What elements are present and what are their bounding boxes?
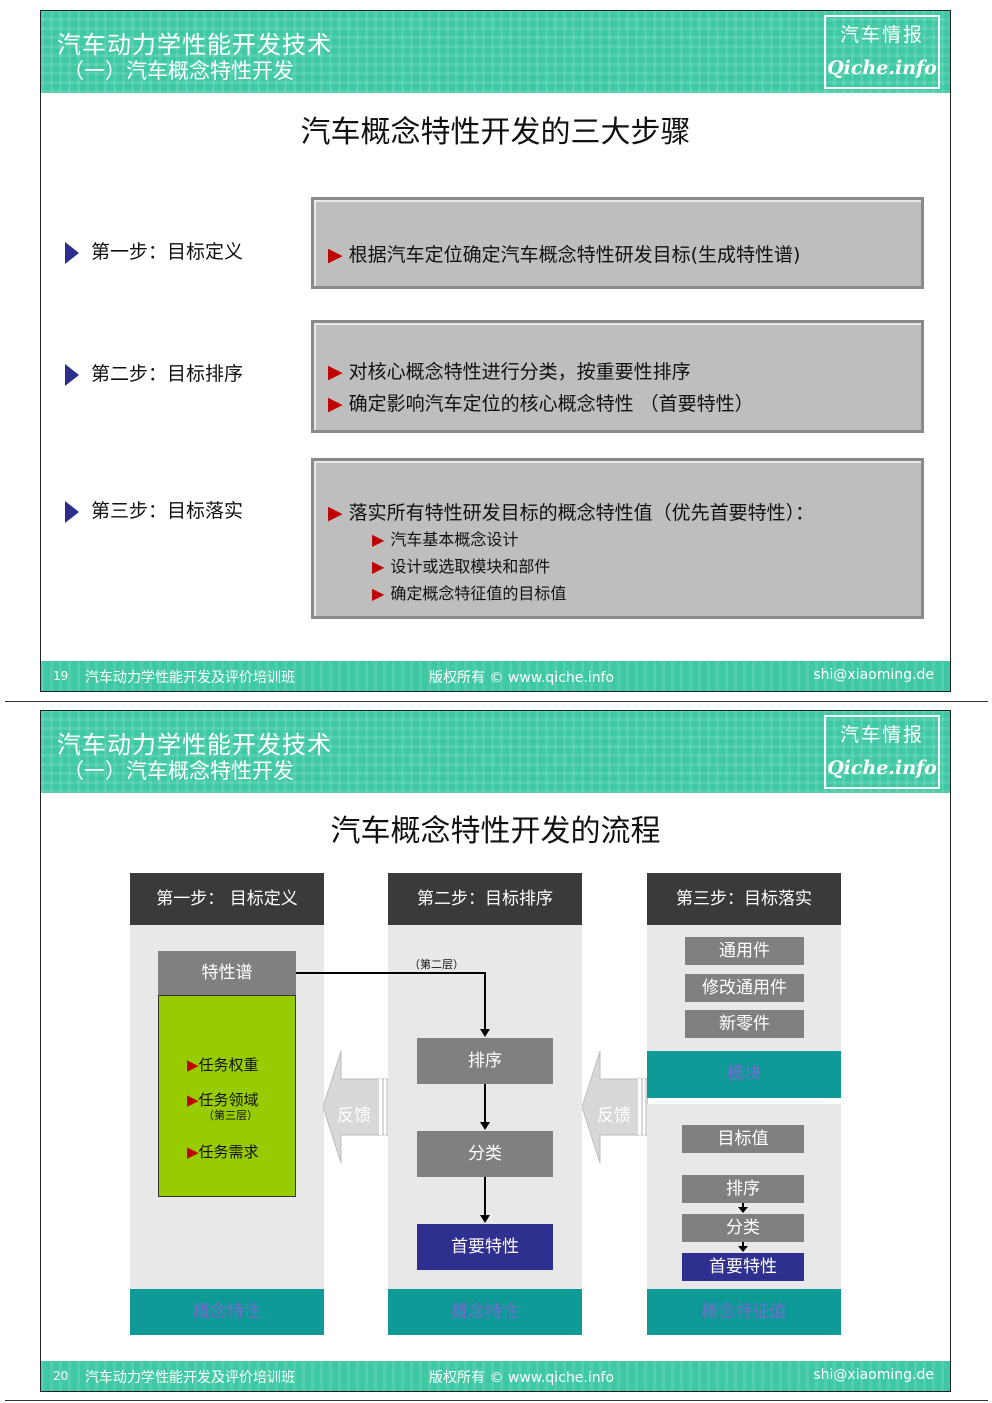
page-separator <box>5 1400 988 1401</box>
step-2-box: ▶对核心概念特性进行分类，按重要性排序 ▶确定影响汽车定位的核心概念特性 （首要… <box>311 320 924 433</box>
col1-header: 第一步： 目标定义 <box>130 873 324 925</box>
classify-box: 分类 <box>682 1214 804 1242</box>
part-box: 新零件 <box>685 1010 804 1038</box>
step-1-box: ▶根据汽车定位确定汽车概念特性研发目标(生成特性谱) <box>311 197 924 289</box>
sub-bullet: ▶确定概念特征值的目标值 <box>372 584 567 603</box>
logo-en: Qiche.info <box>827 57 937 79</box>
connector-line <box>742 1242 744 1248</box>
red-arrow-icon: ▶ <box>372 530 385 549</box>
part-box: 修改通用件 <box>685 974 804 1002</box>
red-arrow-icon: ▶ <box>372 584 385 603</box>
bullet: ▶根据汽车定位确定汽车概念特性研发目标(生成特性谱) <box>328 244 801 266</box>
arrowhead-icon <box>480 1029 490 1037</box>
module-box: 模块 <box>647 1051 841 1098</box>
sort-box: 排序 <box>417 1038 553 1084</box>
header-title: 汽车动力学性能开发技术 <box>57 731 332 759</box>
copyright: 版权所有 © www.qiche.info <box>429 670 615 686</box>
sub-bullet: ▶汽车基本概念设计 <box>372 530 519 549</box>
target-value-box: 目标值 <box>682 1125 804 1153</box>
spectrum-box: 特性谱 <box>158 951 296 995</box>
slide-footer: 20 汽车动力学性能开发及评价培训班 版权所有 © www.qiche.info… <box>41 1361 950 1391</box>
red-arrow-icon: ▶ <box>328 502 343 524</box>
header-subtitle: （一）汽车概念特性开发 <box>63 759 294 783</box>
step-3-label: 第三步：目标落实 <box>65 496 243 523</box>
connector-line <box>296 972 485 974</box>
slide-header: 汽车动力学性能开发技术 （一）汽车概念特性开发 汽车情报 Qiche.info <box>41 711 950 793</box>
task-item: ▶任务权重 <box>187 1056 259 1074</box>
logo-cn: 汽车情报 <box>839 724 924 746</box>
red-arrow-icon: ▶ <box>187 1056 199 1074</box>
task-item: ▶任务领域 <box>187 1091 259 1109</box>
red-arrow-icon: ▶ <box>187 1143 199 1161</box>
email: shi@xiaoming.de <box>813 1367 934 1383</box>
feedback-label: 反馈 <box>337 1106 371 1126</box>
slide-header: 汽车动力学性能开发技术 （一）汽车概念特性开发 汽车情报 Qiche.info <box>41 11 950 93</box>
arrowhead-icon <box>738 1246 748 1252</box>
col2-footer: 概念特性 <box>388 1289 582 1335</box>
classify-box: 分类 <box>417 1131 553 1177</box>
triangle-bullet-icon <box>65 363 79 386</box>
qiche-logo: 汽车情报 Qiche.info <box>824 15 940 89</box>
connector-line <box>484 1177 486 1216</box>
step-1-label: 第一步：目标定义 <box>65 237 243 264</box>
bullet: ▶落实所有特性研发目标的概念特性值（优先首要特性）： <box>328 502 815 524</box>
task-green-box: ▶任务权重 ▶任务领域 （第三层） ▶任务需求 <box>158 995 296 1197</box>
red-arrow-icon: ▶ <box>187 1091 199 1109</box>
slide-title: 汽车概念特性开发的三大步骤 <box>300 115 691 150</box>
red-arrow-icon: ▶ <box>328 244 343 266</box>
copyright: 版权所有 © www.qiche.info <box>429 1370 615 1386</box>
step-3-box: ▶落实所有特性研发目标的概念特性值（优先首要特性）： ▶汽车基本概念设计 ▶设计… <box>311 458 924 619</box>
red-arrow-icon: ▶ <box>328 361 343 383</box>
red-arrow-icon: ▶ <box>328 393 343 415</box>
feedback-label: 反馈 <box>597 1106 631 1126</box>
red-arrow-icon: ▶ <box>372 557 385 576</box>
sub-bullet: ▶设计或选取模块和部件 <box>372 557 551 576</box>
slide-19: 汽车动力学性能开发技术 （一）汽车概念特性开发 汽车情报 Qiche.info … <box>40 10 951 692</box>
step-2-label: 第二步：目标排序 <box>65 359 243 386</box>
connector-line <box>484 1084 486 1123</box>
connector-line <box>484 972 486 1030</box>
arrowhead-icon <box>480 1215 490 1223</box>
slide-20: 汽车动力学性能开发技术 （一）汽车概念特性开发 汽车情报 Qiche.info … <box>40 710 951 1392</box>
page-number: 20 <box>53 1369 69 1383</box>
layer-note: （第二层） <box>409 958 464 971</box>
col3-footer: 概念特征值 <box>647 1289 841 1335</box>
slide-title: 汽车概念特性开发的流程 <box>330 814 661 849</box>
primary-box: 首要特性 <box>417 1224 553 1270</box>
page-number: 19 <box>53 669 69 683</box>
logo-cn: 汽车情报 <box>839 24 924 46</box>
part-box: 通用件 <box>685 937 804 965</box>
triangle-bullet-icon <box>65 241 79 264</box>
page-separator <box>5 701 988 702</box>
header-subtitle: （一）汽车概念特性开发 <box>63 59 294 83</box>
arrowhead-icon <box>738 1207 748 1213</box>
slide-footer: 19 汽车动力学性能开发及评价培训班 版权所有 © www.qiche.info… <box>41 661 950 691</box>
qiche-logo: 汽车情报 Qiche.info <box>824 715 940 789</box>
col3-header: 第三步：目标落实 <box>647 873 841 925</box>
logo-en: Qiche.info <box>827 757 937 779</box>
sort-box: 排序 <box>682 1175 804 1203</box>
bullet: ▶对核心概念特性进行分类，按重要性排序 <box>328 361 691 383</box>
primary-box: 首要特性 <box>682 1253 804 1281</box>
connector-line <box>742 1203 744 1209</box>
col1-footer: 概念特性 <box>130 1289 324 1335</box>
arrowhead-icon <box>480 1122 490 1130</box>
bullet: ▶确定影响汽车定位的核心概念特性 （首要特性） <box>328 393 754 415</box>
feedback-arrow-icon <box>323 1051 389 1163</box>
header-title: 汽车动力学性能开发技术 <box>57 31 332 59</box>
col2-header: 第二步：目标排序 <box>388 873 582 925</box>
triangle-bullet-icon <box>65 500 79 523</box>
email: shi@xiaoming.de <box>813 667 934 683</box>
course-name: 汽车动力学性能开发及评价培训班 <box>85 670 295 686</box>
feedback-arrow-icon <box>582 1051 648 1163</box>
layer-note: （第三层） <box>203 1109 258 1122</box>
task-item: ▶任务需求 <box>187 1143 259 1161</box>
course-name: 汽车动力学性能开发及评价培训班 <box>85 1370 295 1386</box>
